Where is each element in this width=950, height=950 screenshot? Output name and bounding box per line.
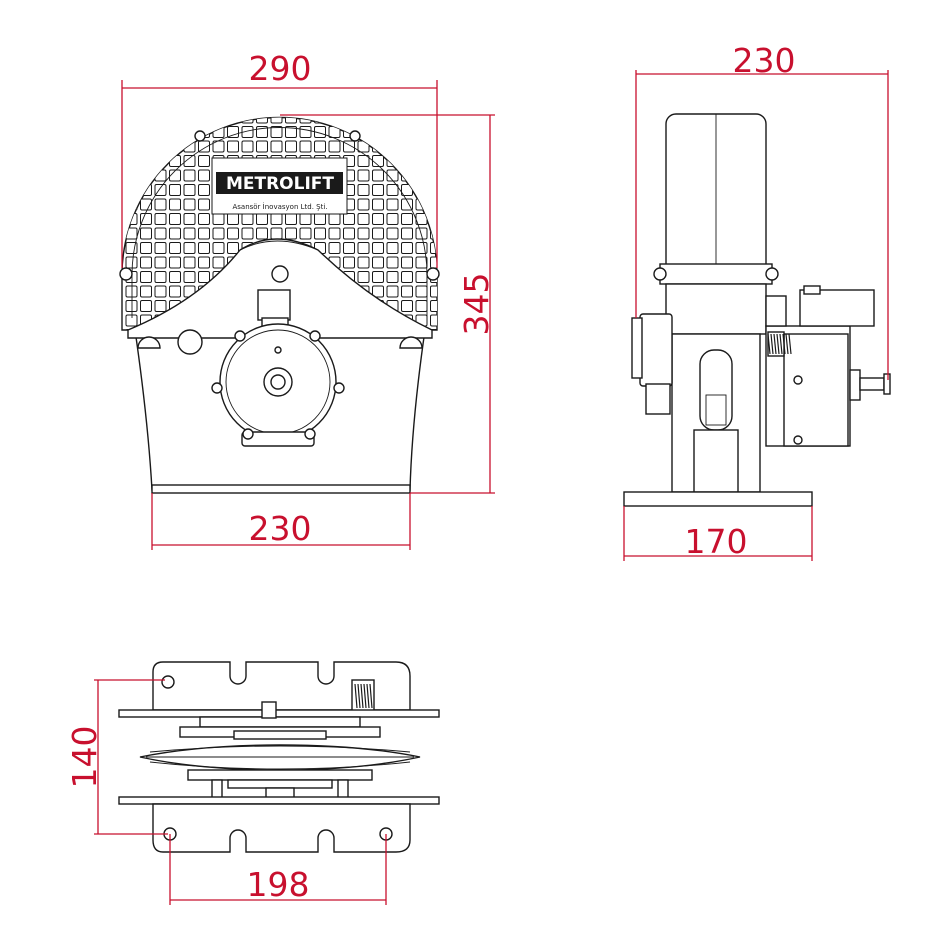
dim-front-width-base: 230 bbox=[249, 509, 312, 548]
metrolift-logo: METROLIFT bbox=[226, 174, 334, 194]
dim-side-depth-top: 230 bbox=[733, 41, 796, 80]
front-center-cover bbox=[127, 238, 433, 339]
front-base-plate bbox=[151, 484, 411, 494]
side-spring bbox=[767, 333, 792, 355]
side-view: 230 170 bbox=[623, 41, 891, 561]
front-view: METROLIFT Asansör İnovasyon Ltd. Şti. bbox=[119, 49, 496, 550]
bottom-view: 140 198 bbox=[65, 661, 440, 905]
dim-front-height: 345 bbox=[457, 273, 496, 336]
front-motor bbox=[211, 323, 345, 447]
dim-front-width-top: 290 bbox=[249, 49, 312, 88]
bottom-pulley bbox=[139, 744, 421, 771]
metrolift-tagline: Asansör İnovasyon Ltd. Şti. bbox=[232, 202, 327, 211]
dim-bottom-height: 140 bbox=[65, 726, 104, 789]
bottom-lower-plate bbox=[152, 803, 411, 853]
dim-bottom-hole-spacing: 198 bbox=[247, 865, 310, 904]
side-body bbox=[665, 283, 767, 335]
side-base-plate bbox=[623, 491, 813, 507]
dim-side-width-base: 170 bbox=[685, 522, 748, 561]
bottom-top-plate bbox=[152, 661, 411, 711]
